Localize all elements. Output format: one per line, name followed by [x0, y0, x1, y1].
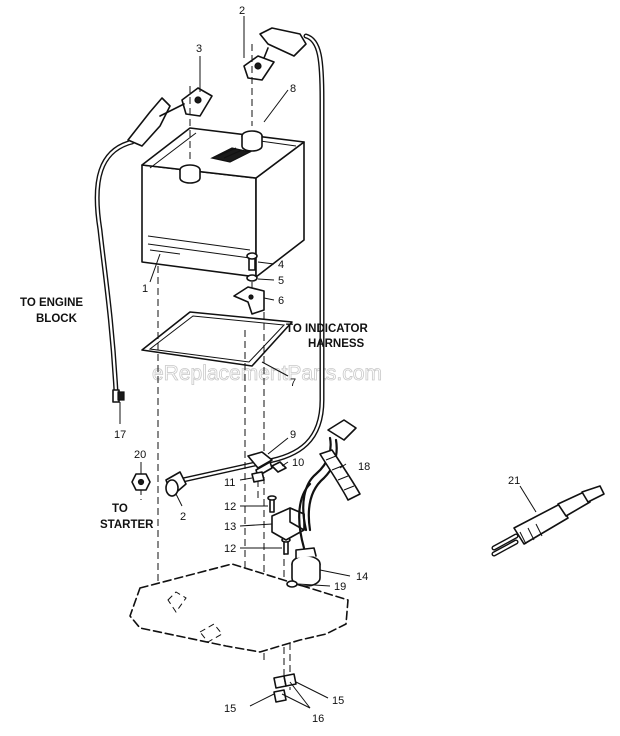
callout-11: 11 [224, 477, 235, 489]
label-indicator-harness-line2: HARNESS [308, 338, 365, 350]
callout-9: 9 [290, 429, 296, 441]
callout-15-left: 15 [224, 703, 236, 715]
callout-numbers: 1 2 2 3 4 5 6 7 8 9 10 11 12 13 12 14 15… [114, 5, 520, 725]
label-starter-line1: TO [112, 503, 128, 515]
negative-cable [94, 87, 213, 403]
small-hardware [131, 451, 321, 703]
callout-19: 19 [334, 581, 346, 593]
callout-12-lower: 12 [224, 543, 236, 555]
callout-12-upper: 12 [224, 501, 236, 513]
callout-6: 6 [278, 295, 284, 307]
battery [141, 127, 305, 278]
callout-2-bottom: 2 [180, 511, 186, 523]
destination-labels: TO ENGINE BLOCK TO INDICATOR HARNESS TO … [20, 297, 368, 531]
label-starter-line2: STARTER [100, 519, 154, 531]
indicator-harness [298, 419, 361, 550]
leader-lines [119, 16, 537, 709]
callout-15-right: 15 [332, 695, 344, 707]
callout-2-top: 2 [239, 5, 245, 17]
callout-20: 20 [134, 449, 146, 461]
callout-4: 4 [278, 259, 284, 271]
callout-13: 13 [224, 521, 236, 533]
callout-21: 21 [508, 475, 520, 487]
callout-16: 16 [312, 713, 324, 725]
hold-down-hardware [233, 252, 265, 315]
label-indicator-harness-line1: TO INDICATOR [286, 323, 368, 335]
callout-7: 7 [290, 377, 296, 389]
wire-connector [491, 485, 605, 557]
label-engine-block-line2: BLOCK [36, 313, 78, 325]
callout-10: 10 [292, 457, 304, 469]
callout-18: 18 [358, 461, 370, 473]
battery-mat [141, 311, 293, 367]
callout-3: 3 [196, 43, 202, 55]
label-engine-block-line1: TO ENGINE [20, 297, 83, 309]
watermark-text: eReplacementParts.com [152, 362, 382, 385]
callout-14: 14 [356, 571, 368, 583]
callout-1: 1 [142, 283, 148, 295]
callout-17: 17 [114, 429, 126, 441]
callout-5: 5 [278, 275, 284, 287]
callout-8: 8 [290, 83, 296, 95]
